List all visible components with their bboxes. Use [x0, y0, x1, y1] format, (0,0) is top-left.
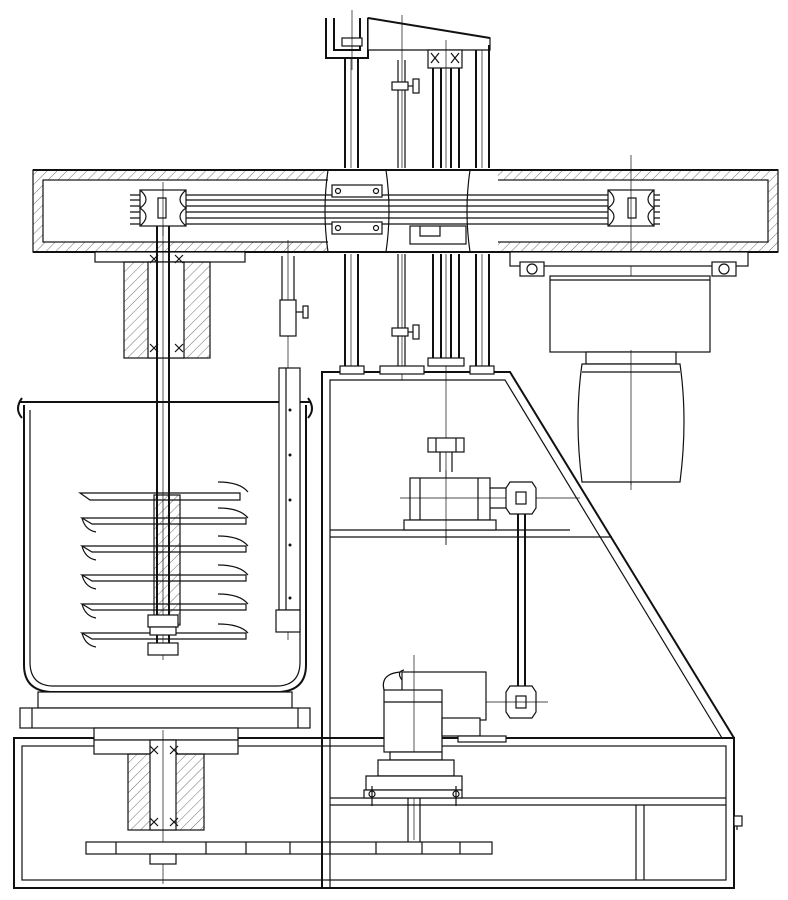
- thermometer-probe: [275, 240, 309, 640]
- bottom-bearing-housing: [93, 727, 239, 884]
- top-drive-motor: [549, 275, 711, 490]
- limit-switch-upper: [391, 78, 420, 94]
- left-drive-pulley: [138, 182, 188, 236]
- shaft-coupling: [427, 437, 465, 472]
- beam-clamp-lower: [331, 221, 383, 235]
- top-motor-mount: [509, 251, 749, 277]
- upper-sprocket: [505, 481, 537, 515]
- right-drive-pulley: [606, 155, 656, 485]
- lift-top-bracket: [325, 10, 491, 70]
- turntable-plate: [85, 841, 493, 865]
- agitator-blades: [78, 481, 249, 656]
- column-base-plates: [339, 357, 495, 375]
- lower-gear-reducer: [363, 751, 463, 842]
- drive-chain: [517, 514, 526, 686]
- lift-guide-columns: [344, 15, 490, 545]
- lower-sprocket: [480, 685, 548, 719]
- mixing-vessel: [17, 397, 313, 729]
- base-frame: [13, 737, 735, 889]
- lower-drive-motor: [382, 655, 507, 840]
- beam-clamp-upper: [331, 184, 383, 198]
- limit-switch-lower: [391, 324, 420, 340]
- upper-gearbox: [400, 470, 580, 545]
